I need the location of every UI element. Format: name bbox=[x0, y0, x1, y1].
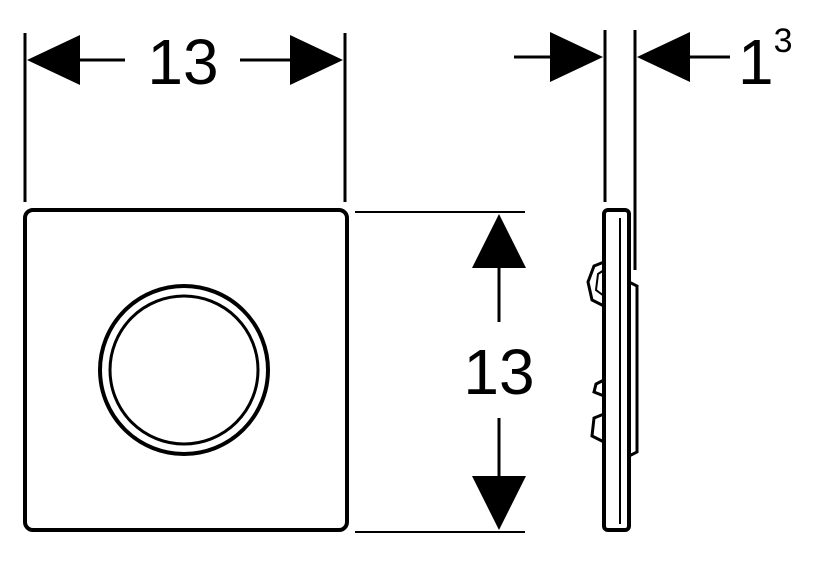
side-clip-bottom bbox=[590, 412, 605, 444]
depth-dimension bbox=[514, 30, 730, 270]
flush-button-ring-outer bbox=[98, 284, 270, 456]
front-plate bbox=[23, 208, 349, 532]
width-arrow-right bbox=[290, 35, 343, 85]
depth-arrow-right bbox=[637, 32, 690, 82]
front-view bbox=[23, 208, 349, 532]
height-dimension bbox=[355, 211, 526, 533]
height-arrow-bottom bbox=[472, 476, 526, 530]
side-plate-profile bbox=[602, 208, 631, 532]
depth-label: 13 bbox=[738, 22, 793, 98]
side-view bbox=[586, 208, 639, 532]
flush-button-ring-inner bbox=[108, 294, 260, 446]
height-label: 13 bbox=[463, 336, 534, 408]
width-arrow-left bbox=[27, 35, 80, 85]
side-clip-upper bbox=[586, 260, 605, 308]
width-label: 13 bbox=[147, 26, 218, 98]
side-button-profile bbox=[628, 280, 639, 458]
width-dimension bbox=[23, 33, 347, 202]
depth-label-main: 1 bbox=[738, 26, 774, 98]
depth-label-superscript: 3 bbox=[774, 22, 793, 60]
height-arrow-top bbox=[472, 214, 526, 268]
side-clip-lower bbox=[592, 378, 605, 398]
side-clip-upper-inner bbox=[594, 269, 605, 297]
depth-arrow-left bbox=[550, 32, 603, 82]
